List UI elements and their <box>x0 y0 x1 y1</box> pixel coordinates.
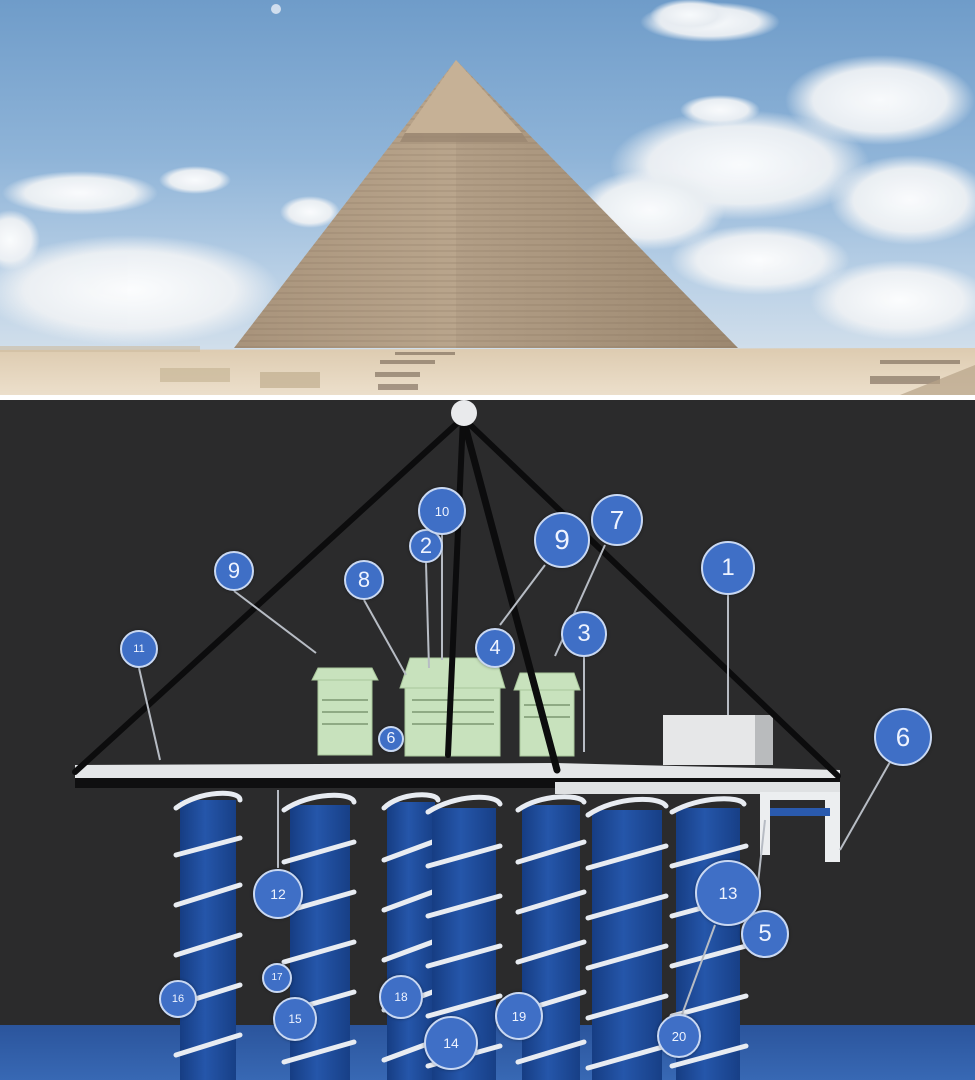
callout-number: 8 <box>357 567 371 592</box>
callout-badge-17[interactable]: 17 <box>262 963 292 993</box>
callout-number: 2 <box>419 533 433 558</box>
callout-badge-3[interactable]: 3 <box>561 611 607 657</box>
callout-badge-18[interactable]: 18 <box>379 975 423 1019</box>
callout-number: 18 <box>394 990 408 1004</box>
column <box>515 794 587 1080</box>
callout-number: 17 <box>271 972 283 983</box>
callout-number: 9 <box>227 558 241 583</box>
callout-badge-8[interactable]: 8 <box>344 560 384 600</box>
callout-badge-16[interactable]: 16 <box>159 980 197 1018</box>
crowd <box>375 352 960 390</box>
callout-badge-11[interactable]: 11 <box>120 630 158 668</box>
callout-number: 4 <box>489 637 501 659</box>
callout-badge-7[interactable]: 7 <box>591 494 643 546</box>
callout-badge-4[interactable]: 4 <box>475 628 515 668</box>
callout-number: 6 <box>895 722 911 752</box>
callout-number: 3 <box>577 620 591 647</box>
pyramid-photo-illustration <box>0 0 975 395</box>
pyramid <box>234 60 738 348</box>
device-scene <box>0 400 975 1080</box>
callout-badge-1[interactable]: 1 <box>701 541 755 595</box>
apex-sphere <box>451 400 477 426</box>
callout-badge-2[interactable]: 2 <box>409 529 443 563</box>
callout-number: 14 <box>443 1035 459 1051</box>
callout-badge-14[interactable]: 14 <box>424 1016 478 1070</box>
column <box>173 790 243 1080</box>
callout-badge-6[interactable]: 6 <box>874 708 932 766</box>
callout-badge-19[interactable]: 19 <box>495 992 543 1040</box>
callout-number: 15 <box>288 1012 302 1026</box>
callout-badge-20[interactable]: 20 <box>657 1014 701 1058</box>
callout-number: 11 <box>133 642 145 655</box>
column <box>585 796 669 1080</box>
callout-number: 7 <box>609 505 625 535</box>
callout-number: 16 <box>171 992 185 1005</box>
pyramid-frame <box>72 414 841 779</box>
callout-number: 12 <box>270 886 286 902</box>
callout-number: 9 <box>554 524 570 555</box>
callout-number: 5 <box>758 920 772 947</box>
callout-number: 13 <box>718 883 738 903</box>
callout-badge-15[interactable]: 15 <box>273 997 317 1041</box>
callout-number: 6 <box>386 730 396 747</box>
callout-number: 19 <box>511 1008 527 1024</box>
callout-number: 1 <box>721 554 735 581</box>
callout-badge-9[interactable]: 9 <box>534 512 590 568</box>
callout-number: 10 <box>434 503 450 519</box>
base-platform <box>75 715 840 862</box>
callout-badge-10[interactable]: 10 <box>418 487 466 535</box>
pyramid-photo <box>0 0 975 395</box>
callout-badge-12[interactable]: 12 <box>253 869 303 919</box>
clouds <box>0 0 975 345</box>
panel-divider <box>0 395 975 400</box>
callout-number: 20 <box>671 1028 687 1044</box>
callout-badge-13[interactable]: 13 <box>695 860 761 926</box>
leader-lines <box>138 535 891 1021</box>
callout-badge-9[interactable]: 9 <box>214 551 254 591</box>
callout-badge-6[interactable]: 6 <box>378 726 404 752</box>
